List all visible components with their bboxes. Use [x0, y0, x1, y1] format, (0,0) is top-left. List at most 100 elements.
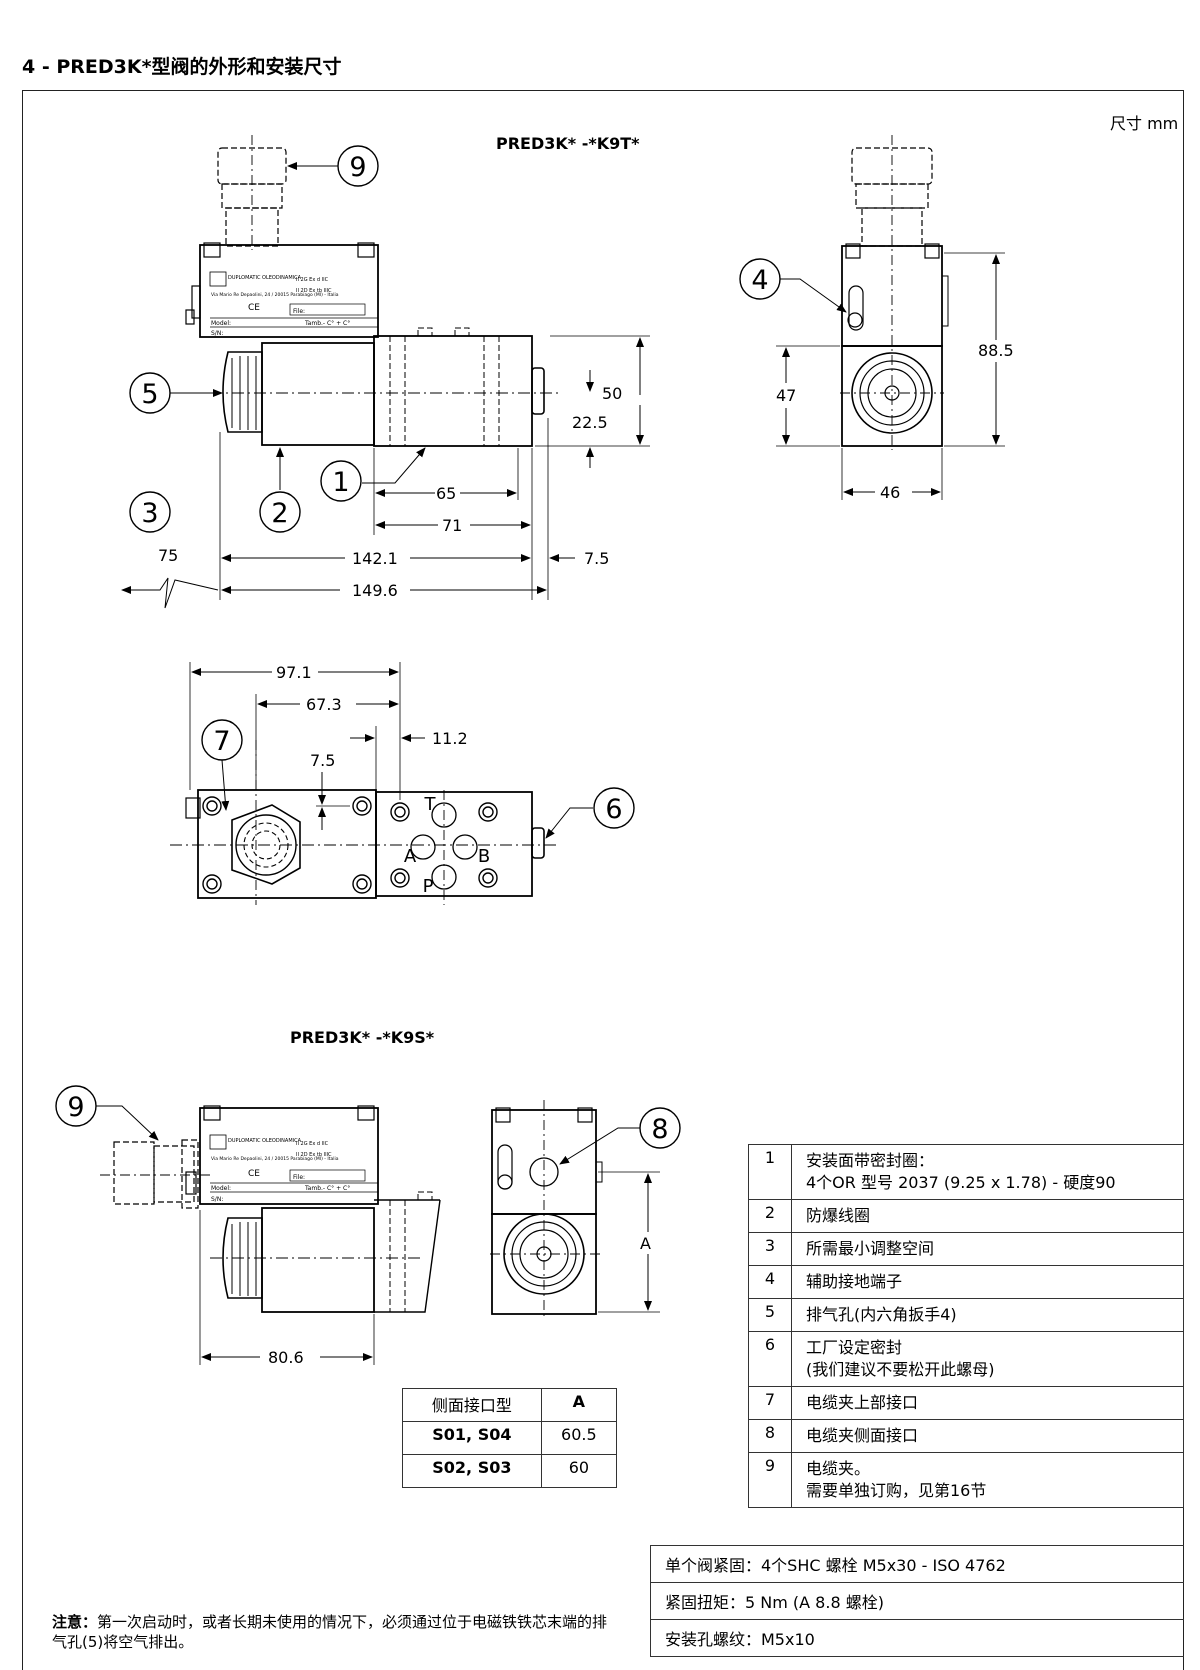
legend-number: 8 [748, 1419, 792, 1453]
legend-text: 工厂设定密封 (我们建议不要松开此螺母) [791, 1331, 1184, 1387]
nameplate-file: File: [293, 308, 305, 315]
note-text: 第一次启动时，或者长期未使用的情况下，必须通过位于电磁铁铁芯末端的排气孔(5)将… [52, 1613, 608, 1651]
legend-row: 1 安装面带密封圈： 4个OR 型号 2037 (9.25 x 1.78) - 硬度… [748, 1144, 1184, 1200]
nameplate2-address: Via Mario Re Depaolini, 24 / 20015 Parab… [211, 1156, 339, 1162]
units-label: 尺寸 mm [1110, 114, 1179, 133]
port-table-header-type: 侧面接口型 [402, 1388, 542, 1422]
dim-7-5-b: 7.5 [310, 751, 335, 770]
note-label: 注意： [52, 1613, 98, 1631]
nameplate2-brand: DUPLOMATIC OLEODINAMICA [228, 1138, 302, 1144]
legend-row: 7 电缆夹上部接口 [748, 1386, 1184, 1420]
legend-number: 7 [748, 1386, 792, 1420]
k9s-view-title: PRED3K* -*K9S* [290, 1028, 435, 1047]
dim-22-5: 22.5 [572, 413, 608, 432]
port-table-row-2-a: 60 [540, 1454, 618, 1488]
port-table-row-1-a: 60.5 [540, 1421, 618, 1455]
legend-text-line2: 需要单独订购，见第16节 [806, 1481, 987, 1500]
callout-8: 8 [651, 1114, 668, 1145]
port-t-label: T [424, 794, 437, 815]
dim-88-5: 88.5 [978, 341, 1014, 360]
legend-row: 2 防爆线圈 [748, 1199, 1184, 1233]
legend-text-line1: 电缆夹。 [806, 1459, 871, 1478]
callout-3: 3 [141, 498, 158, 529]
nameplate-atex2: II 2D Ex tb IIIC [296, 288, 332, 294]
legend-text: 所需最小调整空间 [791, 1232, 1184, 1266]
nameplate2-file: File: [293, 1174, 305, 1181]
legend-text: 安装面带密封圈： 4个OR 型号 2037 (9.25 x 1.78) - 硬度9… [791, 1144, 1184, 1200]
k9s-front-view [100, 1105, 441, 1365]
legend-text: 电缆夹上部接口 [791, 1386, 1184, 1420]
port-table-row-1-type: S01, S04 [402, 1421, 542, 1455]
legend-text-line1: 工厂设定密封 [806, 1338, 903, 1357]
startup-note: 注意：第一次启动时，或者长期未使用的情况下，必须通过位于电磁铁铁芯末端的排气孔(… [52, 1612, 612, 1652]
legend-text: 电缆夹。需要单独订购，见第16节 [791, 1452, 1184, 1508]
legend-row: 5 排气孔(内六角扳手4) [748, 1298, 1184, 1332]
legend-text-line1: 电缆夹上部接口 [806, 1393, 919, 1412]
k9t-view-title: PRED3K* -*K9T* [496, 134, 640, 153]
callout-2: 2 [271, 498, 288, 529]
legend-text-line2: 4个OR 型号 2037 (9.25 x 1.78) - 硬度90 [806, 1173, 1116, 1192]
legend-number: 2 [748, 1199, 792, 1233]
legend-text: 排气孔(内六角扳手4) [791, 1298, 1184, 1332]
legend-number: 3 [748, 1232, 792, 1266]
callout-4: 4 [751, 265, 768, 296]
k9t-front-view [121, 135, 650, 609]
drawing-frame [22, 90, 1184, 1670]
callout-9b: 9 [67, 1092, 84, 1123]
k9t-top-view [170, 662, 560, 905]
legend-text-line1: 安装面带密封圈： [806, 1151, 935, 1170]
legend-text-line1: 所需最小调整空间 [806, 1239, 935, 1258]
port-table-row-2-type: S02, S03 [402, 1454, 542, 1488]
callout-1: 1 [332, 467, 349, 498]
legend-text-line1: 排气孔(内六角扳手4) [806, 1305, 957, 1324]
nameplate2-atex2: II 2D Ex tb IIIC [296, 1152, 332, 1158]
dim-47: 47 [776, 386, 796, 405]
legend-number: 4 [748, 1265, 792, 1299]
nameplate-ce: CE [248, 303, 260, 313]
port-table-header-a: A [540, 1388, 618, 1422]
dim-7-5-a: 7.5 [584, 549, 609, 568]
nameplate-address: Via Mario Re Depaolini, 24 / 20015 Parab… [211, 292, 339, 298]
callout-5: 5 [141, 379, 158, 410]
spec-torque: 紧固扭矩：5 Nm (A 8.8 螺栓) [650, 1582, 1184, 1620]
dim-11-2: 11.2 [432, 729, 468, 748]
spec-thread: 安装孔螺纹：M5x10 [650, 1619, 1184, 1657]
dim-142-1: 142.1 [352, 549, 398, 568]
nameplate-tamb: Tamb.- C° + C° [304, 320, 350, 327]
nameplate2-tamb: Tamb.- C° + C° [304, 1185, 350, 1192]
dim-97-1: 97.1 [276, 663, 312, 682]
page-title: 4 - PRED3K*型阀的外形和安装尺寸 [22, 56, 342, 78]
legend-text: 辅助接地端子 [791, 1265, 1184, 1299]
legend-number: 9 [748, 1452, 792, 1508]
nameplate2-ce: CE [248, 1169, 260, 1179]
dim-67-3: 67.3 [306, 695, 342, 714]
nameplate-brand: DUPLOMATIC OLEODINAMICA [228, 275, 302, 281]
side-port-table: 侧面接口型 A S01, S04 60.5 S02, S03 60 [402, 1388, 618, 1488]
dim-75: 75 [158, 546, 178, 565]
k9t-side-view [776, 135, 1005, 500]
nameplate2-sn: S/N: [211, 1196, 223, 1203]
spec-bolts: 单个阀紧固：4个SHC 螺栓 M5x30 - ISO 4762 [650, 1545, 1184, 1583]
nameplate-sn: S/N: [211, 330, 223, 337]
legend-number: 6 [748, 1331, 792, 1387]
legend-text-line1: 防爆线圈 [806, 1206, 871, 1225]
nameplate2-model: Model: [211, 1185, 231, 1192]
legend-table: 1 安装面带密封圈： 4个OR 型号 2037 (9.25 x 1.78) - 硬度… [748, 1144, 1184, 1508]
fastening-specs: 单个阀紧固：4个SHC 螺栓 M5x30 - ISO 4762 紧固扭矩：5 N… [650, 1545, 1184, 1657]
dim-71: 71 [442, 516, 462, 535]
dim-46: 46 [880, 483, 900, 502]
dim-50: 50 [602, 384, 622, 403]
callout-7: 7 [213, 726, 230, 757]
legend-number: 5 [748, 1298, 792, 1332]
legend-number: 1 [748, 1144, 792, 1200]
dim-a: A [640, 1234, 651, 1253]
dim-65: 65 [436, 484, 456, 503]
dim-80-6: 80.6 [268, 1348, 304, 1367]
callout-9a: 9 [349, 152, 366, 183]
nameplate-atex1: II 2G Ex d IIC [296, 277, 329, 283]
